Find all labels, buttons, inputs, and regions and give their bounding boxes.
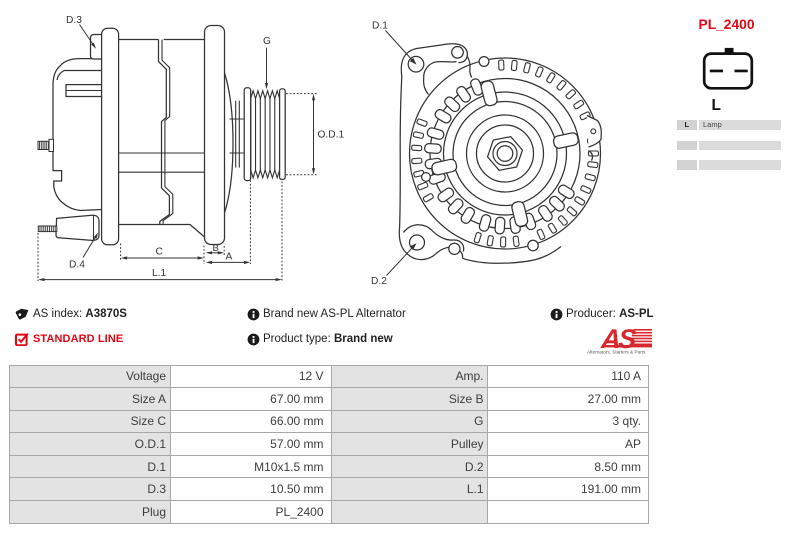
svg-text:C: C [156,247,163,258]
svg-text:A: A [226,252,233,263]
svg-text:D.3: D.3 [66,15,82,26]
svg-text:D.4: D.4 [69,260,85,271]
svg-text:O.D.1: O.D.1 [318,130,345,141]
svg-text:L.1: L.1 [152,268,166,279]
svg-text:B: B [213,243,219,254]
svg-text:D.1: D.1 [372,21,388,32]
svg-text:D.2: D.2 [371,276,387,287]
svg-text:Alternators, Starters & Parts: Alternators, Starters & Parts [587,350,646,355]
svg-text:G: G [263,36,271,47]
